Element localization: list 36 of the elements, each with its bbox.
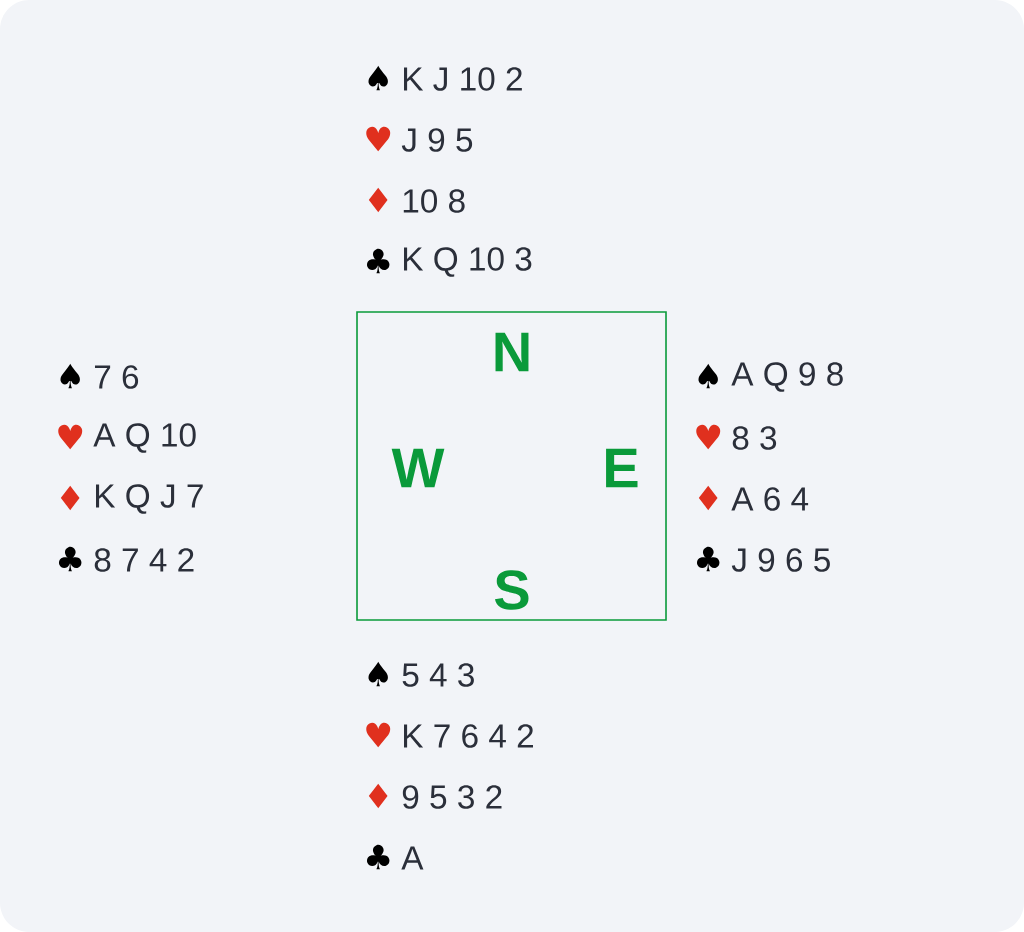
suit-symbol: ♦	[698, 485, 718, 511]
suit-symbol: ♣	[366, 844, 390, 870]
card-ranks: A Q 9 8	[731, 362, 843, 392]
compass-box	[356, 311, 667, 621]
suit-symbol: ♠	[60, 363, 80, 389]
suit-symbol: ♥	[366, 722, 391, 748]
card-ranks: 10 8	[403, 189, 465, 213]
card-ranks: 9 5 3 2	[402, 785, 502, 809]
card-ranks: 5 4 3	[402, 663, 474, 687]
card-ranks: 8 3	[732, 426, 777, 450]
card-ranks: K Q J 7	[96, 484, 203, 514]
suit-symbol: ♥	[366, 126, 391, 152]
card-ranks: K J 10 2	[404, 67, 522, 91]
suit-symbol: ♣	[697, 546, 720, 572]
suit-symbol: ♠	[698, 363, 718, 389]
compass-letter: N	[495, 332, 529, 372]
suit-symbol: ♣	[58, 546, 82, 572]
card-ranks: A Q 10	[93, 423, 196, 453]
compass-letter: E	[606, 448, 638, 488]
suit-symbol: ♣	[366, 248, 390, 274]
card-ranks: A 6 4	[731, 487, 809, 511]
card-ranks: K 7 6 4 2	[404, 724, 533, 748]
suit-symbol: ♦	[368, 187, 388, 213]
card-ranks: J 9 6 5	[731, 548, 830, 572]
card-ranks: J 9 5	[401, 128, 473, 152]
compass-letter: S	[494, 570, 529, 610]
compass-letter: W	[391, 448, 445, 488]
suit-symbol: ♥	[58, 424, 83, 450]
suit-symbol: ♠	[368, 661, 388, 687]
suit-symbol: ♠	[368, 65, 388, 91]
suit-symbol: ♦	[368, 783, 388, 809]
card-ranks: 8 7 4 2	[94, 548, 194, 572]
card-ranks: A	[401, 846, 424, 870]
card-ranks: 7 6	[95, 365, 139, 389]
suit-symbol: ♦	[60, 485, 80, 511]
card-ranks: K Q 10 3	[404, 247, 532, 277]
